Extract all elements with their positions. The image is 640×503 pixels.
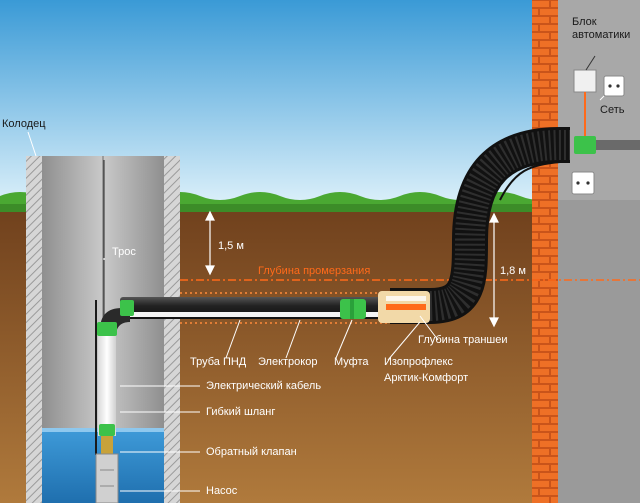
label-electric-cable: Электрический кабель: [206, 380, 322, 392]
label-check-valve: Обратный клапан: [206, 446, 297, 458]
label-pnd-pipe: Труба ПНД: [190, 356, 247, 368]
automation-block-text: Блок автоматики: [572, 16, 631, 41]
check-valve: [101, 436, 113, 454]
label-coupling: Муфта: [334, 356, 369, 368]
lower-socket: [571, 171, 595, 195]
label-depth-1-8: 1,8 м: [500, 265, 526, 277]
brick-wall: [532, 0, 558, 503]
label-trench-depth: Глубина траншеи: [418, 334, 508, 346]
wall-fitting: [574, 136, 596, 154]
label-rope: Трос: [112, 246, 136, 258]
fitting-vertical: [97, 322, 117, 336]
label-network: Сеть: [600, 104, 625, 116]
network-socket: [603, 75, 625, 97]
house-wall: [556, 0, 640, 200]
label-flexible-hose: Гибкий шланг: [206, 406, 276, 418]
well-wall-right: [164, 156, 180, 503]
label-well: Колодец: [2, 118, 46, 130]
label-isoproflex-2: Арктик-Комфорт: [384, 372, 469, 384]
label-depth-1-5: 1,5 м: [218, 240, 244, 252]
label-pump: Насос: [206, 485, 238, 497]
label-freezing-depth: Глубина промерзания: [258, 265, 371, 277]
electrocord: [120, 312, 410, 317]
dimension-1-5m: [205, 210, 215, 276]
well-wall-left: [26, 156, 42, 503]
dimension-1-8m: [489, 212, 499, 328]
vertical-hose: [98, 330, 116, 430]
fitting-elbow: [120, 300, 134, 316]
check-valve-fitting: [99, 424, 115, 436]
automation-block: [573, 69, 597, 93]
label-isoproflex-1: Изопрофлекс: [384, 356, 453, 368]
label-automation-block-1: Блок автоматики: [572, 16, 638, 42]
label-electrocord: Электрокор: [258, 356, 318, 368]
pump: [95, 453, 119, 503]
